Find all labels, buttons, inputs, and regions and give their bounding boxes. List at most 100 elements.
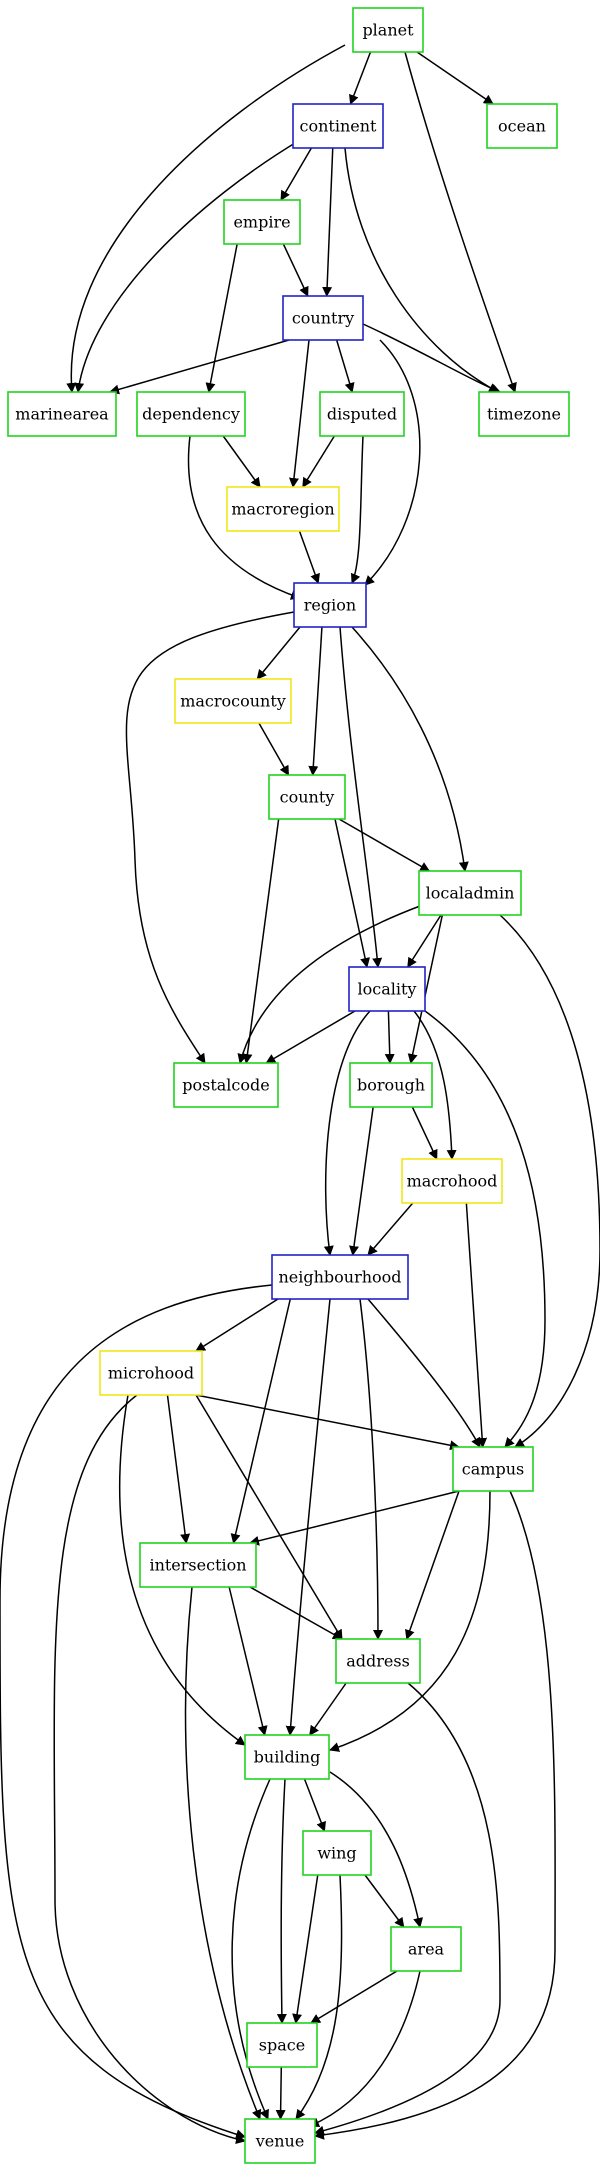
node-label-continent: continent — [300, 117, 378, 136]
edge-group-empire-to-country — [282, 243, 309, 297]
node-ocean: ocean — [486, 103, 558, 149]
node-label-neighbourhood: neighbourhood — [278, 1268, 401, 1287]
edge-region-to-postalcode — [125, 611, 295, 1064]
node-label-macrohood: macrohood — [407, 1172, 498, 1191]
edge-empire-to-country — [282, 243, 309, 297]
edge-region-to-locality — [339, 626, 383, 968]
edge-building-to-space — [276, 1778, 287, 2024]
node-label-building: building — [254, 1748, 321, 1767]
edge-region-to-localadmin — [351, 626, 469, 872]
edge-locality-to-borough — [384, 1010, 395, 1064]
edge-group-address-to-building — [309, 1682, 347, 1736]
edge-macroregion-to-region — [298, 530, 320, 584]
node-label-address: address — [346, 1652, 410, 1671]
edge-dependency-to-macroregion — [222, 435, 261, 488]
edge-country-to-region — [364, 339, 421, 586]
node-label-area: area — [408, 1940, 445, 1959]
edge-group-microhood-to-intersection — [166, 1394, 191, 1544]
edge-dependency-to-region — [187, 435, 301, 600]
node-box-disputed — [319, 391, 405, 437]
edge-county-to-locality — [334, 818, 370, 968]
node-box-campus — [452, 1446, 534, 1492]
node-box-timezone — [478, 391, 570, 437]
edge-space-to-venue — [275, 2066, 286, 2120]
edge-group-campus-to-intersection — [249, 1490, 460, 1546]
edge-county-to-postalcode — [242, 818, 280, 1064]
edge-microhood-to-intersection — [166, 1394, 191, 1544]
edge-group-county-to-locality — [334, 818, 370, 968]
node-empire: empire — [223, 199, 301, 245]
edge-group-building-to-area — [329, 1771, 424, 1928]
node-box-borough — [349, 1062, 433, 1108]
edge-microhood-to-venue — [53, 1394, 246, 2144]
edge-group-disputed-to-macroregion — [302, 435, 335, 488]
node-box-building — [244, 1734, 330, 1780]
edge-intersection-to-address — [249, 1586, 343, 1640]
node-campus: campus — [452, 1446, 534, 1492]
edge-neighbourhood-to-intersection — [230, 1298, 292, 1544]
edge-group-microhood-to-campus — [195, 1394, 460, 1451]
node-label-venue: venue — [255, 2132, 305, 2151]
edge-locality-to-campus — [424, 1010, 546, 1448]
edge-group-region-to-macrocounty — [256, 626, 301, 680]
node-label-wing: wing — [317, 1844, 356, 1863]
node-box-country — [282, 295, 364, 341]
node-box-marinearea — [7, 391, 117, 437]
node-box-macroregion — [226, 486, 340, 532]
node-marinearea: marinearea — [7, 391, 117, 437]
edge-locality-to-neighbourhood — [323, 1010, 371, 1256]
edge-group-country-to-macroregion — [289, 339, 310, 488]
edge-group-macroregion-to-region — [298, 530, 320, 584]
node-box-macrocounty — [174, 678, 292, 724]
edge-group-region-to-postalcode — [125, 611, 295, 1064]
node-box-neighbourhood — [271, 1254, 409, 1300]
edge-disputed-to-region — [350, 435, 364, 584]
edge-group-country-to-marinearea — [109, 339, 290, 395]
edge-group-address-to-venue — [314, 1682, 501, 2136]
edge-localadmin-to-postalcode — [237, 905, 421, 1064]
node-box-macrohood — [401, 1158, 503, 1204]
node-box-county — [268, 774, 346, 820]
node-area: area — [390, 1926, 462, 1972]
node-box-planet — [352, 7, 424, 53]
node-label-planet: planet — [362, 21, 414, 40]
edge-microhood-to-campus — [195, 1394, 460, 1451]
edge-group-county-to-localadmin — [338, 818, 431, 872]
edge-area-to-venue — [309, 1970, 421, 2128]
edge-locality-to-macrohood — [413, 1010, 457, 1160]
edge-group-region-to-county — [308, 626, 323, 776]
edge-building-to-area — [329, 1771, 424, 1928]
edge-neighbourhood-to-address — [359, 1298, 383, 1640]
edge-continent-to-marinearea — [74, 139, 301, 393]
node-intersection: intersection — [139, 1542, 257, 1588]
node-macroregion: macroregion — [226, 486, 340, 532]
node-box-address — [335, 1638, 421, 1684]
edge-group-area-to-space — [310, 1970, 398, 2024]
node-box-locality — [348, 966, 426, 1012]
edge-group-neighbourhood-to-intersection — [230, 1298, 292, 1544]
edges-layer — [0, 44, 600, 2144]
edge-group-localadmin-to-borough — [407, 914, 444, 1064]
node-label-localadmin: localadmin — [426, 884, 515, 903]
edge-group-wing-to-venue — [295, 1874, 343, 2120]
edge-group-continent-to-marinearea — [74, 139, 301, 393]
edge-campus-to-building — [329, 1490, 491, 1752]
edge-wing-to-space — [292, 1874, 319, 2024]
edge-area-to-space — [310, 1970, 398, 2024]
edge-group-county-to-postalcode — [242, 818, 280, 1064]
edge-address-to-building — [309, 1682, 347, 1736]
edge-group-locality-to-postalcode — [265, 1010, 356, 1064]
node-label-macrocounty: macrocounty — [180, 692, 286, 711]
edge-planet-to-ocean — [416, 51, 494, 105]
edge-group-microhood-to-building — [118, 1394, 246, 1746]
edge-macrocounty-to-county — [258, 722, 290, 776]
node-label-empire: empire — [233, 213, 290, 232]
node-timezone: timezone — [478, 391, 570, 437]
node-country: country — [282, 295, 364, 341]
nodes-layer: planet continent ocean empire country marinea… — [7, 7, 570, 2164]
edge-wing-to-area — [364, 1874, 405, 1928]
edge-group-macrocounty-to-county — [258, 722, 290, 776]
edge-group-planet-to-continent — [349, 51, 372, 105]
edge-group-building-to-space — [276, 1778, 287, 2024]
edge-group-country-to-timezone — [362, 323, 501, 394]
